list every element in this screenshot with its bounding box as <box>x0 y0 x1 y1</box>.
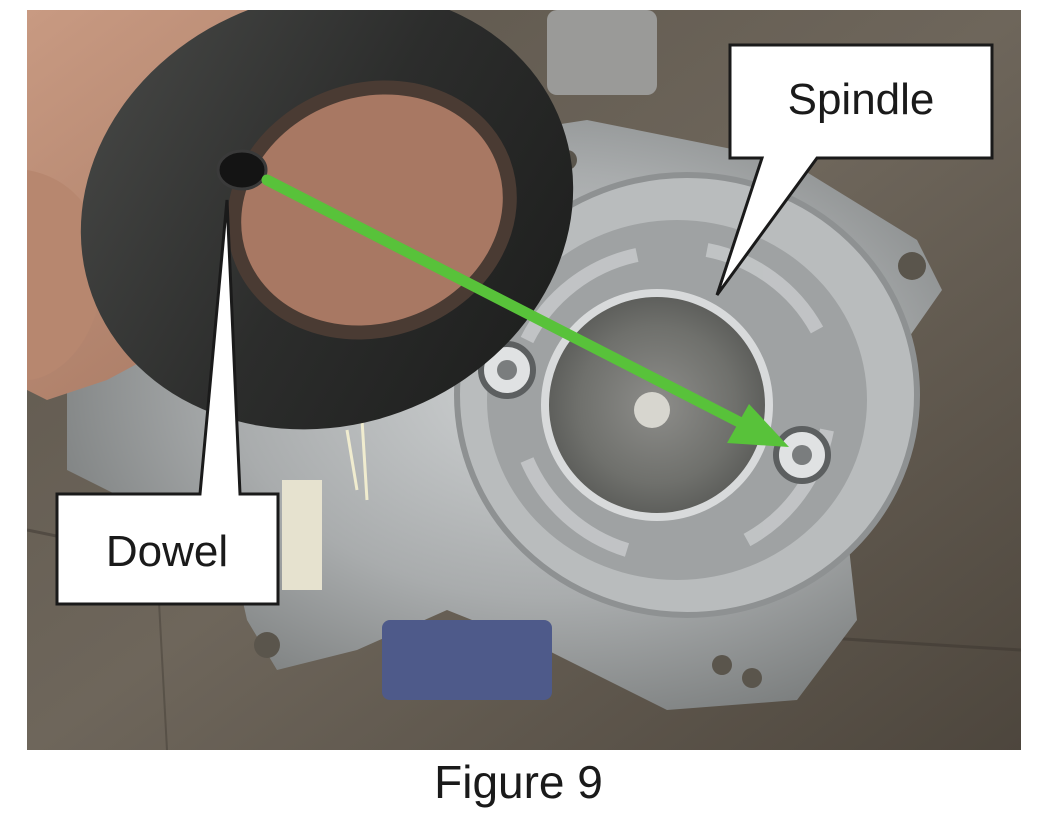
callout-dowel: Dowel <box>55 199 280 606</box>
arrow-head <box>727 404 789 447</box>
callout-spindle-label: Spindle <box>788 75 935 124</box>
direction-arrow <box>261 174 751 431</box>
mounting-hole <box>712 655 732 675</box>
callout-spindle: Spindle <box>715 43 994 296</box>
callout-dowel-label: Dowel <box>106 527 228 576</box>
mounting-hole <box>254 632 280 658</box>
figure-caption: Figure 9 <box>434 756 603 808</box>
connector <box>382 620 552 700</box>
figure-photo: Spindle Dowel <box>27 10 1021 750</box>
dowel-pin <box>216 149 268 191</box>
mounting-hole <box>898 252 926 280</box>
background-part <box>547 10 657 95</box>
mounting-hole <box>742 668 762 688</box>
